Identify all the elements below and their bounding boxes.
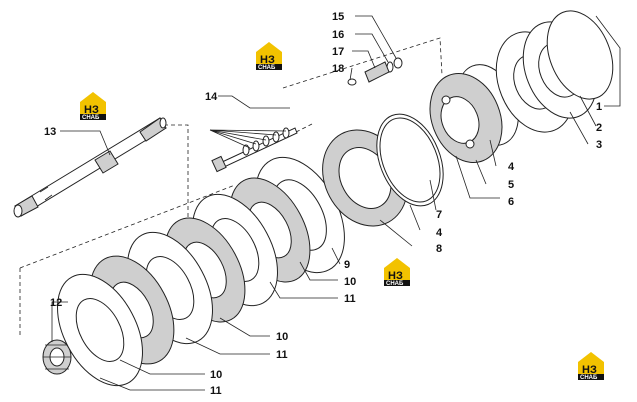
callout-3: 3 [596, 139, 602, 151]
small-gear [42, 339, 72, 375]
callout-16: 16 [332, 29, 344, 41]
bolt-and-washers [211, 127, 298, 173]
piston-small-parts [347, 57, 403, 86]
callout-10-top: 10 [344, 276, 356, 288]
friction-disc-stack [57, 156, 345, 387]
piston-housing [429, 72, 503, 164]
callout-11-top: 11 [344, 293, 356, 305]
callout-11-bottom: 11 [210, 385, 222, 397]
callout-7: 7 [436, 209, 442, 221]
callout-13: 13 [44, 126, 56, 138]
callout-14: 14 [205, 91, 218, 103]
drive-shaft [13, 117, 167, 218]
callout-5: 5 [508, 179, 514, 191]
svg-text:СНАБ: СНАБ [386, 281, 404, 287]
callout-6: 6 [508, 196, 514, 208]
svg-text:НЗ: НЗ [582, 364, 597, 376]
callout-2: 2 [596, 122, 602, 134]
svg-text:НЗ: НЗ [260, 54, 275, 66]
callout-11-mid: 11 [276, 349, 288, 361]
callout-15: 15 [332, 11, 344, 23]
callout-18: 18 [332, 63, 344, 75]
svg-text:НЗ: НЗ [84, 104, 99, 116]
callout-labels: 15 16 17 18 14 13 12 1 2 3 4 5 6 7 4 8 9… [44, 11, 602, 397]
watermark-logo: НЗ СНАБ [256, 42, 282, 71]
svg-text:СНАБ: СНАБ [258, 65, 276, 71]
watermark-logo: НЗ СНАБ [578, 352, 604, 381]
leader-lines [51, 15, 621, 391]
callout-17: 17 [332, 46, 344, 58]
svg-text:НЗ: НЗ [388, 270, 403, 282]
svg-text:СНАБ: СНАБ [82, 115, 100, 121]
watermark-logo: НЗ СНАБ [384, 258, 410, 287]
callout-10-bottom: 10 [210, 369, 222, 381]
assembly-guide-lines [19, 37, 443, 335]
watermark-logo: НЗ СНАБ [80, 92, 106, 121]
callout-1: 1 [596, 101, 602, 113]
back-plates [495, 10, 614, 133]
svg-text:СНАБ: СНАБ [580, 375, 598, 381]
callout-4-top: 4 [508, 161, 515, 173]
callout-4-bottom: 4 [436, 227, 443, 239]
callout-10-mid: 10 [276, 331, 288, 343]
callout-9: 9 [344, 259, 350, 271]
callout-12: 12 [50, 297, 62, 309]
callout-8: 8 [436, 243, 442, 255]
